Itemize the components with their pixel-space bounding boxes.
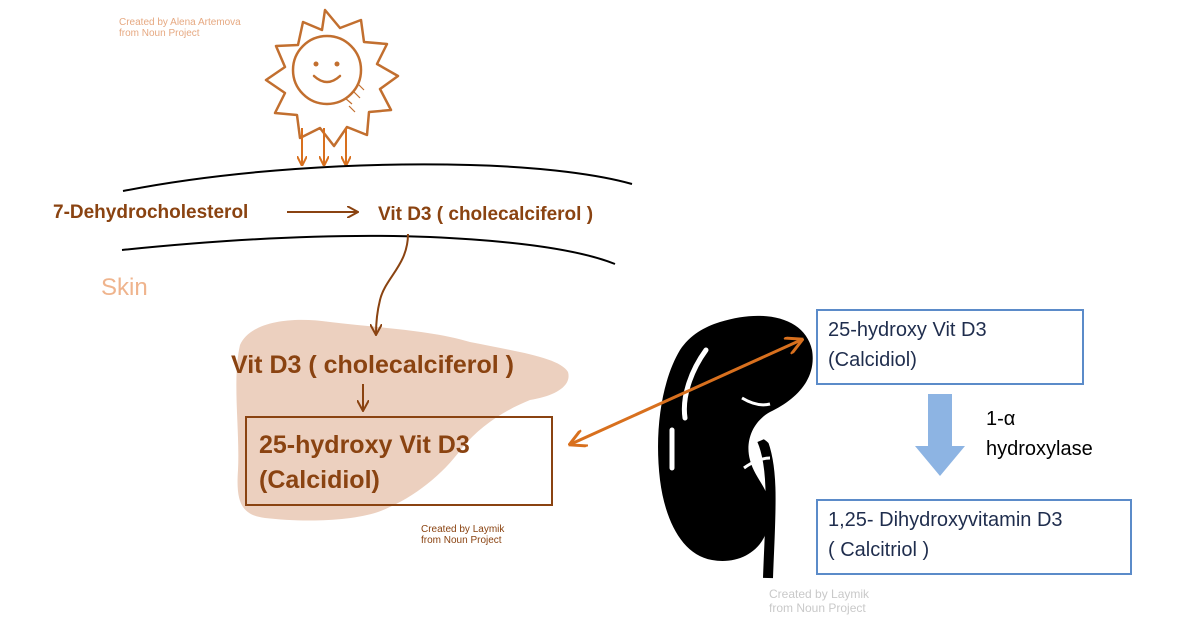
liver-credit: Created by Laymik from Noun Project [421, 524, 504, 546]
skin-to-liver-arrow [376, 233, 409, 334]
sun-credit: Created by Alena Artemova from Noun Proj… [119, 17, 241, 39]
liver-icon [236, 319, 569, 521]
calcitriol-line2: ( Calcitriol ) [828, 539, 930, 561]
liver-kidney-transport-arrow [571, 340, 801, 444]
skin-precursor-label: 7-Dehydrocholesterol [53, 202, 249, 223]
kidney-credit-line2: from Noun Project [769, 601, 866, 615]
liver-vitd3-label: Vit D3 ( cholecalciferol ) [231, 351, 514, 379]
kidney-calcidiol-line2: (Calcidiol) [828, 349, 917, 371]
sunlight-arrows [302, 128, 346, 164]
enzyme-label: 1-α hydroxylase [986, 404, 1093, 464]
kidney-credit-line1: Created by Laymik [769, 587, 870, 601]
sun-credit-line2: from Noun Project [119, 28, 200, 39]
kidney-calcidiol-box: 25-hydroxy Vit D3 (Calcidiol) [816, 309, 1084, 385]
kidney-icon [658, 315, 813, 579]
sun-icon [264, 8, 400, 148]
liver-calcidiol-line2: (Calcidiol) [259, 466, 380, 494]
calcitriol-box: 1,25- Dihydroxyvitamin D3 ( Calcitriol ) [816, 499, 1132, 575]
skin-vitd3-label: Vit D3 ( cholecalciferol ) [378, 204, 594, 225]
liver-credit-line1: Created by Laymik [421, 524, 505, 535]
kidney-calcidiol-line1: 25-hydroxy Vit D3 [828, 319, 987, 341]
liver-credit-line2: from Noun Project [421, 535, 502, 546]
calcitriol-line1: 1,25- Dihydroxyvitamin D3 [828, 509, 1063, 531]
enzyme-label-line1: 1-α [986, 408, 1016, 430]
hydroxylation-arrow [915, 394, 965, 476]
kidney-credit: Created by Laymik from Noun Project [769, 587, 869, 615]
skin-top-line [122, 163, 633, 192]
liver-calcidiol-line1: 25-hydroxy Vit D3 [259, 431, 470, 459]
skin-label: Skin [101, 274, 148, 301]
skin-bottom-line [121, 234, 616, 265]
liver-calcidiol-box: 25-hydroxy Vit D3 (Calcidiol) [245, 416, 553, 506]
enzyme-label-line2: hydroxylase [986, 438, 1093, 460]
sun-credit-line1: Created by Alena Artemova [119, 17, 241, 28]
